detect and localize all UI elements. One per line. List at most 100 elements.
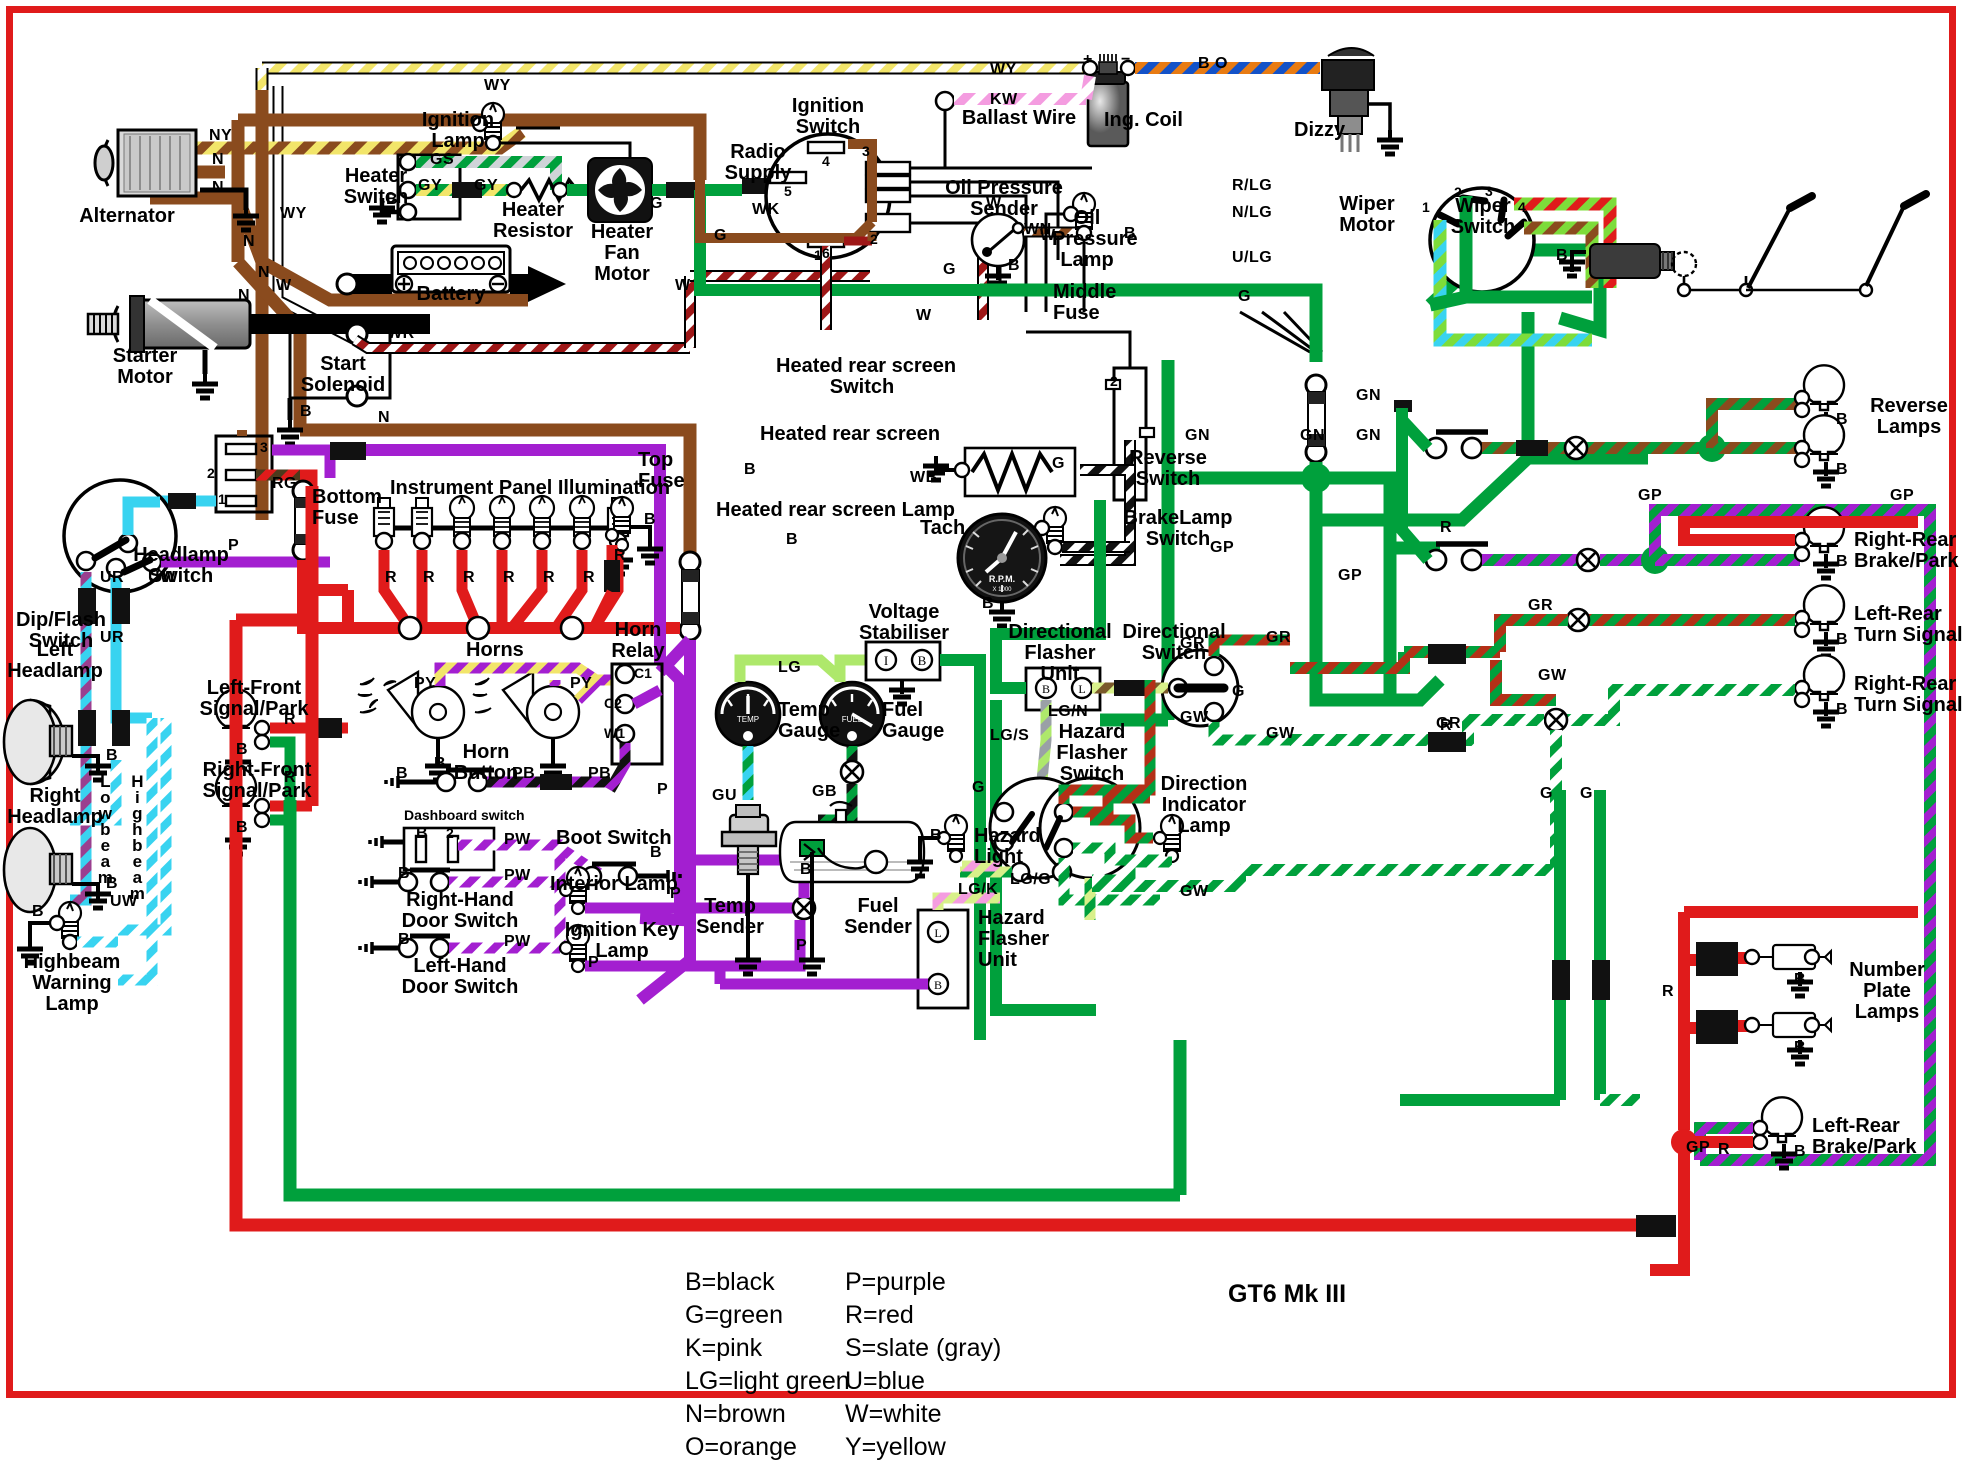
wire-code-BO: B O	[1198, 55, 1228, 72]
temp-gauge-label: Temp Gauge	[778, 699, 841, 742]
bottom-fuse-label: Bottom Fuse	[312, 486, 382, 529]
ground-label-rrts: B	[1836, 701, 1849, 718]
wire-code-GP-3: GP	[1210, 539, 1235, 556]
oil-pressure-sender-symbol	[970, 212, 1078, 290]
dashboard-switch-pin-2: 2	[446, 825, 454, 841]
instrument-panel-illumination-label: Instrument Panel Illumination	[390, 477, 671, 499]
svg-text:R.P.M.: R.P.M.	[989, 574, 1015, 584]
wire-code-RLG: R/LG	[1232, 177, 1273, 194]
right-headlamp-symbol	[2, 826, 111, 914]
ballast-wire-symbol	[934, 90, 1086, 168]
wiper-motor-symbol	[1559, 190, 1930, 298]
left-rear-turn-signal-label: Left-Rear Turn Signal	[1854, 603, 1963, 646]
temp-sender-label: Temp Sender	[696, 895, 764, 938]
wire-code-GN-2: GN	[1185, 427, 1210, 444]
diagram-title: GT6 Mk III	[1228, 1280, 1347, 1308]
ground-label-rrbp: B	[1836, 553, 1849, 570]
wire-code-NLG: N/LG	[1232, 204, 1273, 221]
left-headlamp-label: Left Headlamp	[7, 639, 103, 682]
ignition-lamp-label: Ignition Lamp	[421, 109, 495, 152]
headlamp-switch-label: Headlamp Switch	[133, 544, 229, 587]
wire-code-LGK: LG/K	[958, 881, 999, 898]
svg-text:B: B	[934, 978, 942, 992]
right-hand-door-switch-label: Right-Hand Door Switch	[401, 889, 519, 932]
wiper-motor-label: Wiper Motor	[1339, 193, 1395, 236]
ignition-switch-pin-4: 4	[822, 153, 830, 169]
wire-code-G-8: G	[1540, 785, 1553, 802]
horn-button-symbol	[384, 767, 610, 793]
legend-k: K=pink	[685, 1334, 763, 1362]
middle-fuse-label: Middle Fuse	[1053, 281, 1117, 324]
wire-code-GP-1: GP	[1638, 487, 1663, 504]
ground-label-rev-2: B	[1836, 461, 1849, 478]
highbeam-label: Highbeam	[127, 772, 147, 900]
wire-code-GW-2: GW	[1266, 725, 1295, 742]
horn-relay-pin-w1: W1	[604, 725, 625, 741]
ground-label-horn-btn: B	[396, 765, 409, 782]
wire-code-GS: GS	[430, 151, 455, 168]
legend-g: G=green	[685, 1301, 783, 1329]
ground-label-lrts: B	[1836, 631, 1849, 648]
wire-code-W-2: W	[675, 277, 691, 294]
wire-code-GB: GB	[812, 783, 837, 800]
headlamp-switch-pin-2: 2	[207, 465, 215, 481]
ground-label-hb-warn: B	[32, 903, 45, 920]
horn-button-label: Horn Button	[453, 741, 519, 784]
wire-code-W-5: W	[1040, 227, 1056, 244]
starter-motor-label: Starter Motor	[112, 345, 178, 388]
wire-code-PW-1: PW	[504, 831, 531, 848]
wire-code-WB: WB	[910, 469, 938, 486]
hrs-switch-pin-2: 2	[1110, 373, 1118, 389]
heater-fan-motor-label: Heater Fan Motor	[590, 221, 654, 285]
wire-code-PB-2: PB	[588, 765, 612, 782]
wire-code-G-1: G	[650, 195, 663, 212]
legend-b: B=black	[685, 1268, 775, 1296]
wire-code-G-7: G	[1232, 683, 1245, 700]
wire-code-WY-2: WY	[484, 77, 511, 94]
wire-code-P-5: P	[796, 937, 808, 954]
reverse-switch-label: Reverse Switch	[1129, 447, 1207, 490]
ignition-coil-label: Ing. Coil	[1104, 109, 1183, 131]
alternator-label: Alternator	[79, 205, 175, 227]
wire-code-W-4: W	[986, 195, 1002, 212]
wire-code-GY-1: GY	[418, 177, 443, 194]
starter-motor-symbol	[86, 295, 430, 398]
wire-code-G-6: G	[972, 779, 985, 796]
legend-column-left: B=black G=green K=pink LG=light green N=…	[685, 1266, 850, 1464]
ground-label-panel: B	[644, 511, 657, 528]
wire-code-ULG: U/LG	[1232, 249, 1273, 266]
ignition-switch-pin-3: 3	[862, 143, 870, 159]
wiper-switch-symbol	[1428, 186, 1536, 294]
left-rear-brake-park-label: Left-Rear Brake/Park	[1812, 1115, 1917, 1158]
battery-label: Battery	[416, 283, 486, 305]
wire-code-R-i4: R	[503, 569, 516, 586]
wire-code-N-6: N	[378, 409, 391, 426]
wire-code-N-2: N	[212, 179, 225, 196]
tachometer-symbol: R.P.M. X 1000	[956, 512, 1048, 626]
wire-code-PY-1: PY	[414, 675, 437, 692]
distributor-label: Dizzy	[1294, 119, 1346, 141]
coil-terminal-positive: +	[1083, 51, 1093, 68]
highbeam-warning-lamp-symbol	[17, 900, 118, 963]
diagram-border	[6, 6, 1956, 1398]
wire-code-R-4: R	[1718, 1141, 1731, 1158]
legend-r: R=red	[845, 1301, 914, 1329]
ignition-coil-symbol	[1080, 54, 1320, 148]
legend-s: S=slate (gray)	[845, 1334, 1002, 1362]
wire-code-GR-1: GR	[1528, 597, 1553, 614]
fuel-sender-symbol	[778, 800, 926, 974]
ignition-switch-pin-2: 2	[870, 231, 878, 247]
wire-code-WN: WN	[1024, 221, 1052, 238]
svg-text:L: L	[1078, 682, 1085, 696]
wiper-switch-label: Wiper Switch	[1450, 195, 1516, 238]
wire-code-R-6: R	[284, 711, 297, 728]
ground-label-heater-switch: B	[386, 191, 399, 208]
ground-label-horn-1: B	[434, 755, 447, 772]
number-plate-lamps-symbol	[1678, 906, 1918, 1130]
distributor-symbol	[1321, 47, 1403, 154]
svg-text:X 1000: X 1000	[992, 587, 1012, 593]
dashboard-switch-label: Dashboard switch	[404, 807, 525, 823]
voltage-stabiliser-symbol: I B	[864, 640, 986, 1040]
tach-label: Tach	[920, 517, 966, 539]
highbeam-warning-lamp-label: Highbeam Warning Lamp	[23, 951, 121, 1015]
